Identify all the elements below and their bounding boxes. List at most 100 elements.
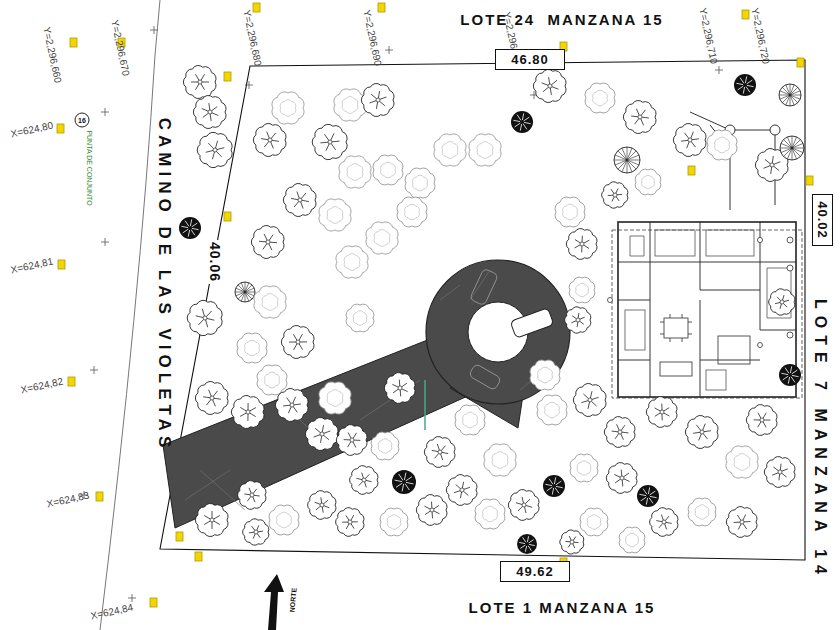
tree-symbol bbox=[373, 155, 403, 185]
tree-symbol bbox=[231, 395, 264, 428]
tree-symbol bbox=[434, 134, 466, 166]
tree-symbol bbox=[635, 169, 661, 195]
utility-lines bbox=[690, 112, 780, 210]
tree-symbol bbox=[346, 304, 374, 332]
tree-symbol bbox=[179, 217, 201, 239]
tree-symbol bbox=[707, 130, 737, 160]
tree-symbol bbox=[637, 485, 659, 507]
coordinate: Y=2,296,660 bbox=[41, 26, 63, 84]
road-name: CAMINO DE LAS VIOLETAS bbox=[156, 118, 173, 452]
tree-symbol bbox=[650, 508, 678, 537]
tree-symbol bbox=[511, 111, 533, 133]
tree-symbol bbox=[570, 454, 598, 482]
tree-symbol bbox=[334, 89, 366, 121]
tree-symbol bbox=[508, 490, 539, 521]
tree-symbol bbox=[779, 364, 801, 386]
tree-symbol bbox=[555, 197, 585, 227]
lot-name: LOTE 24 MANZANA 15 bbox=[460, 12, 663, 27]
tree-symbol bbox=[183, 65, 216, 98]
coordinate: Y=2,296,670 bbox=[109, 19, 131, 77]
dimension-box: 46.80 bbox=[495, 49, 565, 70]
tree-symbol bbox=[392, 470, 416, 494]
tree-symbol bbox=[530, 360, 560, 390]
lot-boundary bbox=[160, 60, 805, 560]
tree-symbol bbox=[272, 92, 304, 124]
coordinate: X=624,82 bbox=[20, 377, 64, 396]
tree-symbol bbox=[585, 83, 615, 113]
tree-symbol bbox=[602, 182, 628, 208]
tree-symbol bbox=[366, 222, 398, 254]
markers bbox=[57, 3, 813, 607]
road-edge bbox=[100, 0, 160, 630]
tree-symbol bbox=[573, 383, 606, 416]
tree-symbol bbox=[746, 405, 777, 436]
tree-symbol bbox=[424, 437, 455, 468]
driveway bbox=[163, 260, 570, 528]
tree-symbol bbox=[405, 168, 435, 198]
tree-symbol bbox=[446, 475, 477, 506]
tree-symbol bbox=[275, 388, 308, 421]
tree-symbol bbox=[566, 229, 597, 260]
coordinate: X=624,81 bbox=[10, 257, 54, 276]
coordinate: X=624,83 bbox=[46, 491, 90, 510]
tree-symbol bbox=[257, 365, 287, 395]
tree-symbol bbox=[336, 508, 364, 537]
tree-symbol bbox=[614, 147, 640, 173]
tree-symbol bbox=[533, 69, 566, 102]
tree-symbol bbox=[251, 225, 284, 258]
tree-symbol bbox=[455, 405, 485, 435]
reference-point bbox=[75, 113, 89, 127]
tree-symbol bbox=[283, 183, 316, 216]
tree-symbol bbox=[580, 508, 608, 536]
dimension-box: 40.02 bbox=[812, 194, 833, 246]
lot-name: LOTE 7 MANZANA 14 bbox=[812, 299, 828, 581]
point-note: PUNTA DE CONJUNTO bbox=[86, 130, 93, 205]
tree-symbol bbox=[769, 289, 795, 315]
house-plan bbox=[608, 222, 803, 398]
tree-symbol bbox=[619, 527, 645, 553]
tree-symbol bbox=[685, 415, 718, 448]
dimension-value: 40.02 bbox=[816, 201, 829, 239]
tree-symbol bbox=[469, 134, 501, 166]
dimension-box: 49.62 bbox=[500, 561, 570, 582]
tree-symbol bbox=[243, 519, 269, 545]
tree-symbol bbox=[235, 282, 255, 302]
coordinate: Y=2,296,710 bbox=[697, 7, 719, 65]
tree-symbol bbox=[193, 95, 226, 128]
north-label: NORTE bbox=[288, 587, 297, 612]
tree-symbol bbox=[339, 156, 371, 188]
tree-symbol bbox=[779, 84, 801, 106]
dimension: 40.06 bbox=[207, 240, 223, 284]
tree-symbol bbox=[195, 503, 228, 536]
tree-symbol bbox=[336, 425, 367, 456]
tree-symbol bbox=[764, 457, 795, 488]
tree-symbol bbox=[673, 123, 706, 156]
tree-symbol bbox=[604, 417, 635, 448]
tree-symbol bbox=[269, 505, 299, 535]
grid-crosses bbox=[80, 26, 723, 602]
trees bbox=[179, 65, 804, 554]
tree-symbol bbox=[253, 123, 286, 156]
tree-symbol bbox=[336, 246, 368, 278]
tree-symbol bbox=[319, 199, 351, 231]
coordinate: X=624,84 bbox=[90, 603, 134, 622]
lot-name: LOTE 1 MANZANA 15 bbox=[469, 600, 656, 615]
tree-symbol bbox=[380, 508, 408, 536]
tree-symbol bbox=[484, 444, 516, 476]
tree-symbol bbox=[254, 286, 286, 318]
tree-symbol bbox=[238, 481, 266, 510]
tree-symbol bbox=[195, 381, 228, 414]
tree-symbol bbox=[416, 495, 447, 526]
coordinate: Y=2,296,690 bbox=[361, 9, 383, 67]
tree-symbol bbox=[623, 100, 656, 133]
tree-symbol bbox=[517, 534, 537, 554]
dimension-value: 46.80 bbox=[511, 53, 549, 66]
coordinate: Y=2,296,720 bbox=[749, 7, 771, 65]
tree-symbol bbox=[726, 507, 757, 538]
tree-symbol bbox=[361, 83, 394, 116]
tree-symbol bbox=[560, 530, 584, 554]
tree-symbol bbox=[397, 197, 427, 227]
tree-symbol bbox=[734, 74, 756, 96]
north-arrow bbox=[264, 574, 284, 630]
